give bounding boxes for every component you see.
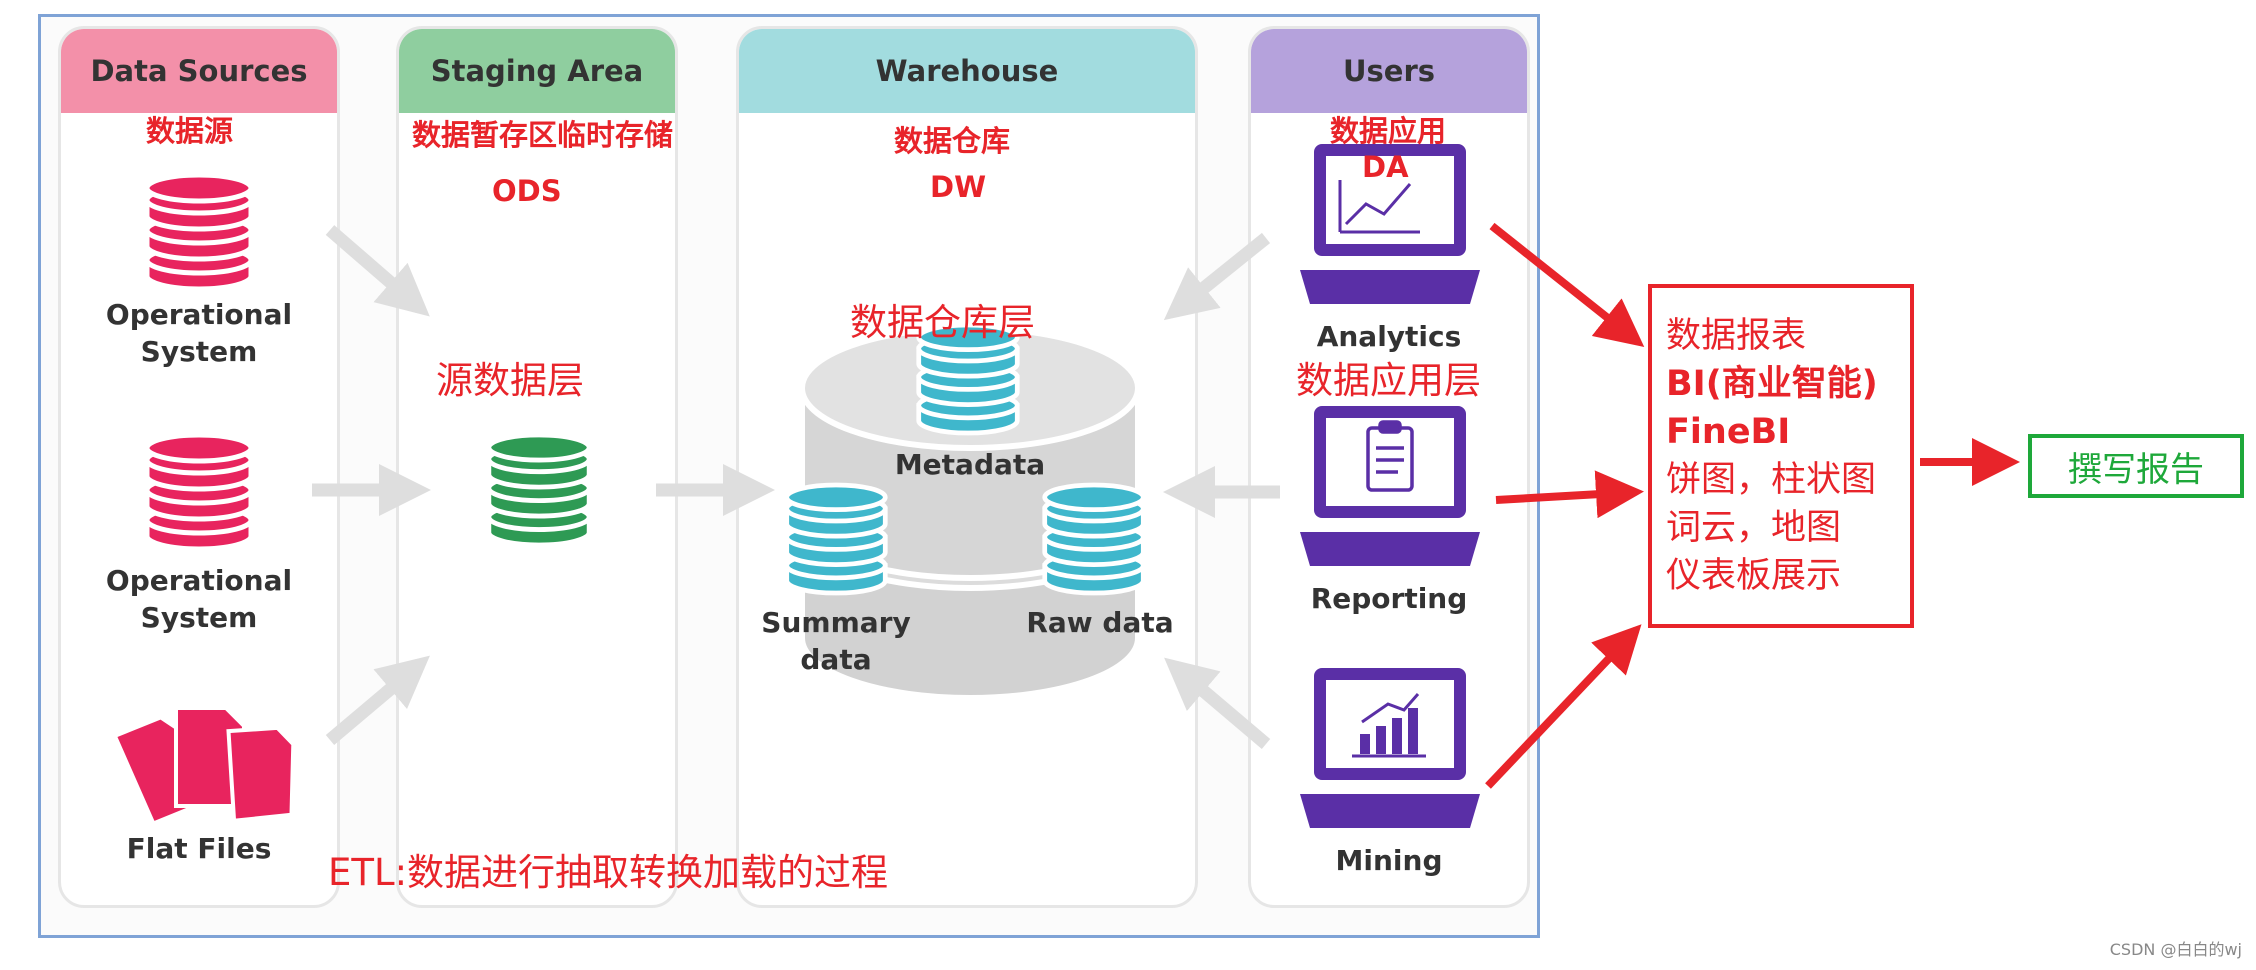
warehouse-header: Warehouse — [739, 29, 1195, 113]
users-cn-label: 数据应用 — [1330, 114, 1447, 148]
flat-files-label: Flat Files — [126, 832, 272, 865]
write-report-box: 撰写报告 — [2028, 434, 2244, 498]
etl-note: ETL:数据进行抽取转换加载的过程 — [328, 851, 889, 894]
laptop-icon — [1300, 406, 1480, 566]
staging-area-header: Staging Area — [399, 29, 675, 113]
database-icon — [144, 172, 254, 292]
da-label: DA — [1362, 150, 1409, 184]
operational-system-label-1: Operational System — [105, 298, 293, 368]
bi-report-box: 数据报表 BI(商业智能) FineBI 饼图，柱状图 词云，地图 仪表板展示 — [1648, 284, 1914, 628]
mining-label: Mining — [1335, 844, 1443, 877]
report-line-3: FineBI — [1666, 412, 1791, 452]
warehouse-cn-label: 数据仓库 — [894, 124, 1011, 158]
database-icon — [144, 432, 254, 552]
operational-system-label-2: Operational System — [105, 564, 293, 634]
raw-data-label: Raw data — [1026, 606, 1174, 639]
database-icon — [916, 322, 1020, 436]
ods-label: ODS — [492, 174, 562, 208]
database-icon — [486, 432, 592, 548]
application-layer-label: 数据应用层 — [1296, 359, 1481, 402]
watermark: CSDN @白白的wj — [2109, 940, 2242, 959]
report-line-1: 数据报表 — [1666, 316, 1807, 356]
analytics-label: Analytics — [1316, 320, 1462, 353]
report-line-6: 仪表板展示 — [1666, 556, 1842, 596]
warehouse-layer-label: 数据仓库层 — [850, 301, 1035, 344]
laptop-icon — [1300, 668, 1480, 828]
database-icon — [1042, 482, 1146, 596]
source-layer-label: 源数据层 — [436, 359, 584, 402]
report-line-5: 词云，地图 — [1666, 508, 1842, 548]
staging-cn-label: 数据暂存区临时存储 — [412, 118, 674, 152]
users-header: Users — [1251, 29, 1527, 113]
laptop-icon — [1300, 144, 1480, 304]
flat-files-icon — [112, 706, 296, 827]
report-line-2: BI(商业智能) — [1666, 364, 1878, 404]
data-source-cn-label: 数据源 — [146, 114, 234, 148]
metadata-label: Metadata — [894, 448, 1046, 481]
dw-label: DW — [930, 170, 987, 204]
reporting-label: Reporting — [1310, 582, 1468, 615]
summary-data-label: Summary data — [761, 606, 911, 676]
report-line-4: 饼图，柱状图 — [1666, 460, 1877, 500]
database-icon — [784, 482, 888, 596]
data-sources-header: Data Sources — [61, 29, 337, 113]
